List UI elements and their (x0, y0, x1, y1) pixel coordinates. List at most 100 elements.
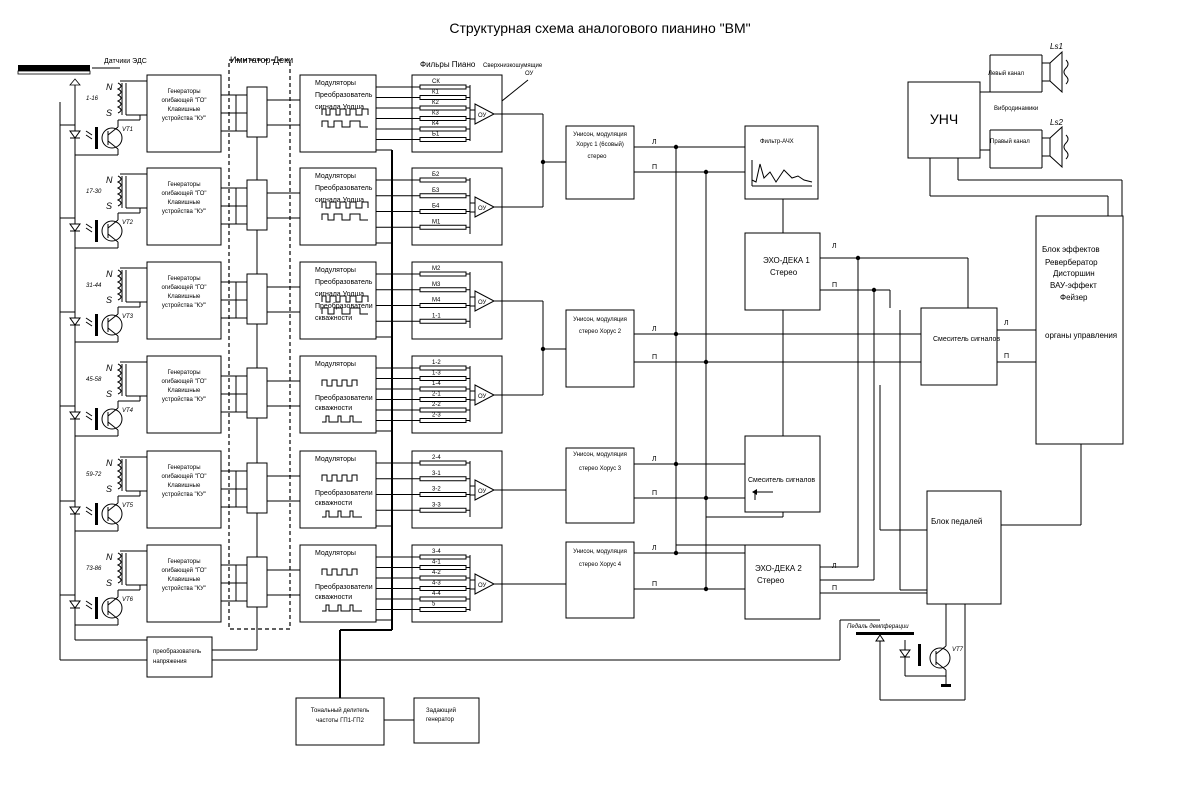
modulator-text: сигнала Уолша (315, 291, 364, 298)
transistor (929, 647, 951, 669)
junction-dot (703, 586, 709, 592)
filter-label: Б1 (432, 132, 440, 138)
pole-s-label: S (106, 389, 112, 399)
op-amp-label: ОУ (478, 113, 487, 119)
filter-element (419, 554, 467, 560)
chorus-block-3: Унисон, модуляция стерео Хорус 3 (565, 447, 635, 524)
vt7-label: VT7 (952, 647, 964, 653)
filter-element (419, 271, 467, 277)
modulator-text: Преобразователи (315, 583, 373, 591)
sensor-coil (116, 458, 122, 490)
diagram-title: Структурная схема аналогового пианино "В… (449, 20, 750, 36)
light-barrier (95, 127, 98, 149)
channel-l-label: Л (652, 456, 657, 463)
modulator-text: скважности (315, 500, 352, 507)
light-barrier (95, 220, 98, 242)
generator-text: устройства "КУ" (162, 208, 206, 215)
filter-label: 3-1 (432, 471, 441, 477)
damper-pedal-bar (856, 632, 914, 635)
generator-text: Генераторы (167, 182, 200, 188)
echo-deck-2: ЭХО-ДЕКА 2 Стерео (744, 544, 821, 620)
filter-element (419, 575, 467, 581)
filter-label: 3-2 (432, 487, 441, 493)
filter-element (419, 586, 467, 591)
led-icon (69, 130, 81, 139)
svg-text:Ревербератор: Ревербератор (1045, 258, 1098, 267)
modulator-text: скважности (315, 405, 352, 412)
transistor (101, 220, 123, 242)
light-barrier (95, 597, 98, 619)
junction-dot (673, 461, 679, 467)
filter-element (419, 397, 467, 402)
filter-element (419, 287, 467, 293)
ground-icon (941, 684, 951, 687)
generator-text: огибающей "ГО" (161, 190, 206, 197)
modulator-block (299, 74, 377, 153)
channel-l-label: Л (832, 243, 837, 250)
transistor-label: VT1 (122, 127, 133, 133)
master-oscillator: Задающий генератор (413, 697, 480, 744)
svg-text:генератор: генератор (426, 717, 455, 723)
svg-text:ВАУ-эффект: ВАУ-эффект (1050, 281, 1097, 290)
filter-label: 3-3 (432, 502, 441, 508)
filter-element (419, 418, 467, 423)
pole-n-label: N (106, 458, 113, 468)
pole-n-label: N (106, 269, 113, 279)
speaker-left-label: Левый канал (988, 70, 1025, 77)
modulator-text: Модуляторы (315, 456, 356, 463)
junction-dot (540, 346, 546, 352)
junction-dot (871, 287, 877, 293)
generator-text: Генераторы (167, 559, 200, 565)
channel-l-label: Л (652, 139, 657, 146)
chorus-block-1: Унисон, модуляция Хорус 1 (6совый) стере… (565, 125, 635, 200)
op-amp-icon (474, 573, 496, 595)
generator-text: огибающей "ГО" (161, 567, 206, 574)
modulator-text: сигнала Уолша (315, 104, 364, 111)
filter-element (419, 386, 467, 392)
svg-text:Блок педалей: Блок педалей (931, 517, 982, 526)
led-icon (899, 649, 911, 658)
svg-text:Унисон, модуляция: Унисон, модуляция (573, 317, 627, 323)
svg-text:стерео Хорус 3: стерео Хорус 3 (579, 466, 622, 472)
svg-text:напряжения: напряжения (153, 659, 187, 665)
channel-r-label: П (652, 354, 657, 361)
pole-s-label: S (106, 201, 112, 211)
sensor-coil (116, 175, 122, 207)
junction-dot (855, 255, 861, 261)
led-icon (69, 223, 81, 232)
svg-text:Смеситель сигналов: Смеситель сигналов (933, 336, 1000, 343)
filter-label: Б4 (432, 204, 440, 210)
op-amp-icon (474, 479, 496, 501)
filter-element (419, 193, 467, 199)
pole-n-label: N (106, 363, 113, 373)
filter-element (419, 596, 467, 602)
pole-s-label: S (106, 578, 112, 588)
channel-l-label: Л (652, 545, 657, 552)
svg-text:Фильтр-АЧХ: Фильтр-АЧХ (760, 139, 794, 145)
generator-block (146, 544, 222, 623)
svg-text:Дисторшин: Дисторшин (1053, 269, 1095, 278)
pole-n-label: N (106, 82, 113, 92)
channel-l-label: Л (652, 326, 657, 333)
filter-label: М2 (432, 266, 441, 272)
generator-text: огибающей "ГО" (161, 284, 206, 291)
filter-element (419, 303, 467, 308)
filter-label: 2-3 (432, 413, 441, 419)
filter-element (419, 84, 467, 90)
generator-block (146, 261, 222, 340)
speaker-vibro-label: Вибродинамики (994, 106, 1038, 112)
modulator-text: скважности (315, 315, 352, 322)
key-range-label: 45-58 (86, 377, 102, 383)
filter-label: М1 (432, 219, 441, 225)
key-range-label: 73-86 (86, 566, 102, 572)
filter-label: К2 (432, 100, 439, 106)
filter-element (419, 116, 467, 121)
modulator-block (299, 544, 377, 623)
svg-text:стерео: стерео (587, 154, 607, 160)
svg-text:органы управления: органы управления (1045, 331, 1117, 340)
echo-deck-1: ЭХО-ДЕКА 1 Стерео (744, 232, 821, 311)
modulator-text: Преобразователь (315, 91, 373, 99)
